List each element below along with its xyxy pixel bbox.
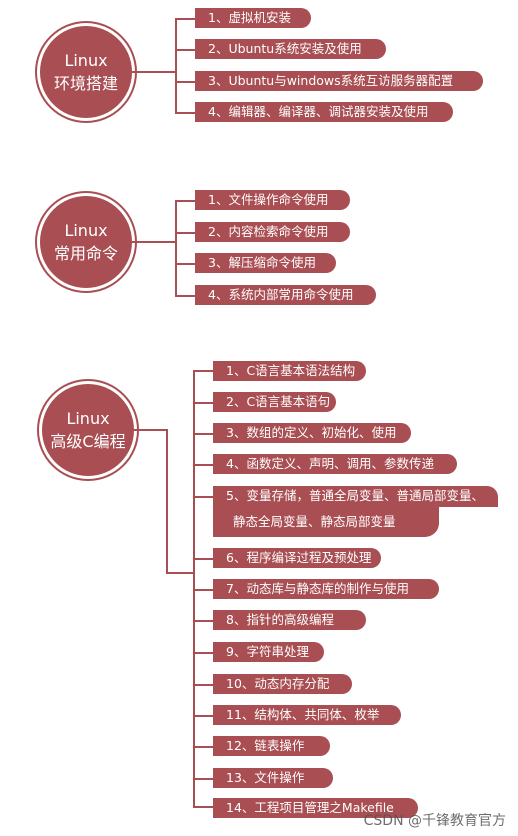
group-title-line2: 环境搭建 — [53, 74, 118, 93]
topic-item: 2、内容检索命令使用 — [195, 222, 350, 242]
watermark: CSDN @千锋教育官方 — [363, 813, 506, 829]
connector-line — [193, 684, 213, 686]
topic-item: 4、函数定义、声明、调用、参数传递 — [213, 454, 457, 474]
connector-line — [175, 200, 177, 296]
connector-line — [175, 49, 195, 51]
connector-line — [193, 620, 213, 622]
connector-line — [175, 200, 195, 202]
group-title-line1: Linux — [64, 221, 108, 240]
topic-item: 10、动态内存分配 — [213, 674, 352, 694]
connector-line — [175, 18, 195, 20]
connector-line — [193, 589, 213, 591]
topic-item: 14、工程项目管理之Makefile — [213, 798, 418, 818]
connector-line — [193, 778, 213, 780]
connector-line — [175, 18, 177, 113]
topic-item: 9、字符串处理 — [213, 642, 324, 662]
topic-item: 13、文件操作 — [213, 768, 333, 788]
topic-item: 4、编辑器、编译器、调试器安装及使用 — [195, 102, 453, 122]
connector-line — [175, 263, 195, 265]
topic-item: 1、文件操作命令使用 — [195, 190, 350, 210]
connector-line — [175, 81, 195, 83]
connector-line — [193, 715, 213, 717]
connector-line — [193, 496, 213, 498]
topic-item-continuation: 静态全局变量、静态局部变量 — [213, 507, 439, 537]
connector-line — [166, 572, 193, 574]
connector-line — [132, 71, 175, 73]
topic-item: 7、动态库与静态库的制作与使用 — [213, 579, 439, 599]
group-circle-environment: Linux 环境搭建 — [40, 26, 132, 118]
topic-item: 3、数组的定义、初始化、使用 — [213, 423, 411, 443]
group-circle-commands: Linux 常用命令 — [40, 196, 132, 288]
connector-line — [166, 429, 168, 574]
connector-line — [193, 558, 213, 560]
connector-line — [175, 112, 195, 114]
connector-line — [134, 429, 166, 431]
group-circle-c-programming: Linux 高级C编程 — [42, 384, 134, 476]
connector-line — [193, 370, 195, 807]
topic-item: 1、虚拟机安装 — [195, 8, 311, 28]
topic-item: 3、解压缩命令使用 — [195, 253, 336, 273]
connector-line — [193, 806, 213, 808]
topic-item: 1、C语言基本语法结构 — [213, 361, 366, 381]
group-title-line2: 高级C编程 — [50, 432, 126, 451]
topic-item: 6、程序编译过程及预处理 — [213, 548, 381, 568]
topic-item: 4、系统内部常用命令使用 — [195, 285, 376, 305]
connector-line — [193, 402, 213, 404]
topic-item: 2、C语言基本语句 — [213, 392, 336, 412]
connector-line — [193, 370, 213, 372]
topic-item: 12、链表操作 — [213, 736, 330, 756]
topic-item: 2、Ubuntu系统安装及使用 — [195, 39, 386, 59]
topic-item: 11、结构体、共同体、枚举 — [213, 705, 401, 725]
connector-line — [175, 295, 195, 297]
connector-line — [193, 464, 213, 466]
group-title-line1: Linux — [64, 51, 108, 70]
connector-line — [193, 433, 213, 435]
connector-line — [175, 232, 195, 234]
topic-item: 8、指针的高级编程 — [213, 610, 366, 630]
topic-item: 5、变量存储，普通全局变量、普通局部变量、 — [213, 486, 498, 507]
connector-line — [193, 652, 213, 654]
group-title-line1: Linux — [66, 409, 110, 428]
connector-line — [132, 241, 175, 243]
connector-line — [193, 746, 213, 748]
group-title-line2: 常用命令 — [53, 244, 118, 263]
topic-item: 3、Ubuntu与windows系统互访服务器配置 — [195, 71, 483, 91]
